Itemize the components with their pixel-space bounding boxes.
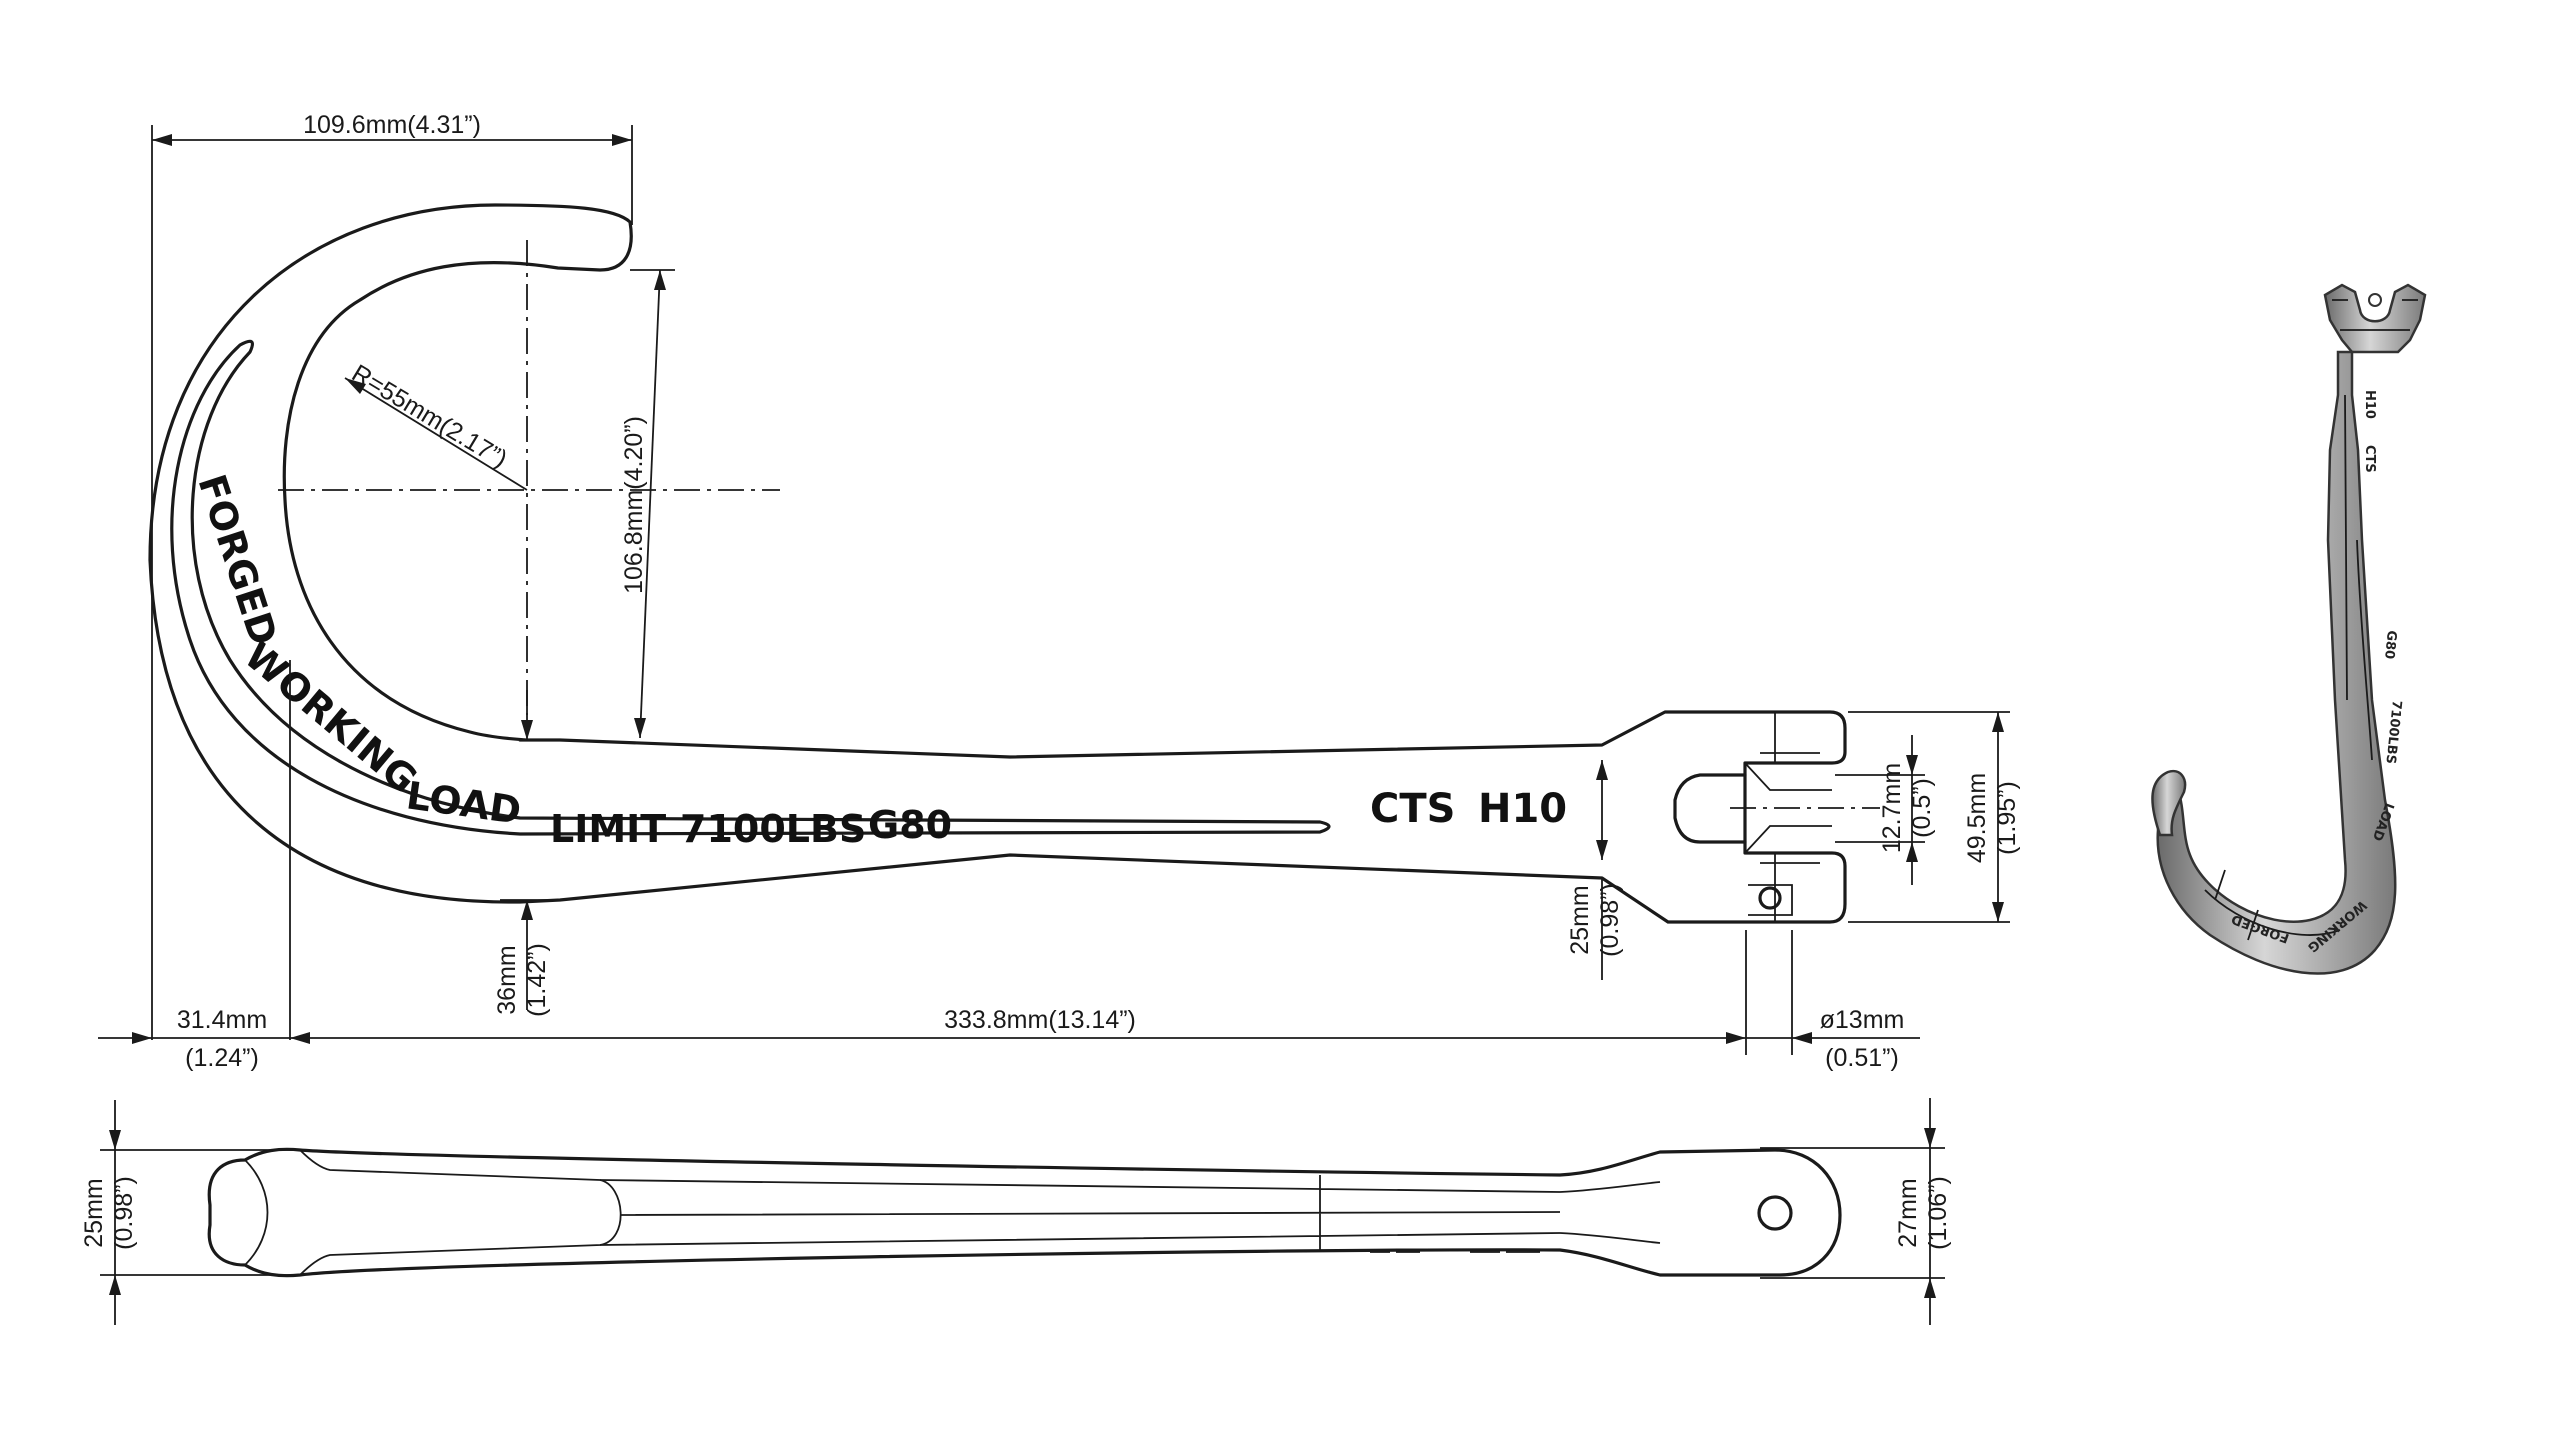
dim-head-in: (1.95”) [1993,781,2021,855]
render-wll: 7100LBS [2382,700,2404,765]
marking-wll-value: 7100LBS [680,807,866,851]
marking-model: H10 [1478,786,1567,832]
render-hook-tip [2151,769,2187,837]
dim-slot-in: (0.5”) [1908,778,1936,838]
dim-overall-width: 109.6mm(4.31”) [303,111,481,139]
head-jaw-detail [1760,712,1820,922]
dim-pin-dia-in: (0.51”) [1825,1044,1899,1072]
render-model: H10 [2362,390,2377,419]
dim-radius: R=55mm(2.17”) [347,359,512,474]
side-hook-tip [244,1149,622,1276]
side-view: 25mm (0.98”) 27mm (1.06”) [80,1098,1952,1325]
dim-slot-mm: 12.7mm [1878,763,1906,853]
marking-brand: CTS [1370,786,1455,832]
hook-inner-slot [170,339,1331,836]
dim-shank-in: (1.42”) [523,943,551,1017]
dim-neck-mm: 25mm [1566,885,1594,954]
side-outline [207,1147,1842,1278]
pin-hole [1758,886,1782,910]
render-clevis [2323,283,2427,354]
head-jaw [1673,773,1747,844]
side-eye-hole [1757,1195,1793,1231]
dim-hook-offset-mm: 31.4mm [177,1006,267,1034]
dim-pin-dia-mm: ø13mm [1820,1006,1905,1034]
render-shank [2156,350,2397,975]
dim-shank-mm: 36mm [493,945,521,1014]
dim-overall-length: 333.8mm(13.14”) [944,1006,1136,1034]
engraved-markings: FORGED WORKING LOAD LIMIT 7100LBS G80 CT… [189,469,1567,851]
render-brand: CTS [2362,445,2377,473]
dim-head-mm: 49.5mm [1963,773,1991,863]
marking-load: LOAD [404,773,524,833]
dim-side-thick-in: (0.98”) [110,1176,138,1250]
dim-neck-in: (0.98”) [1596,883,1624,957]
pin-hole-tab [1748,884,1793,916]
hook-outline [148,203,1847,924]
front-dimensions: 109.6mm(4.31”) R=55mm(2.17”) 106.8mm(4.2… [98,111,2021,1072]
marking-forged: FORGED [189,469,285,650]
dim-hook-offset-in: (1.24”) [185,1044,259,1072]
side-shank-lines [599,1175,1561,1250]
dim-side-eye-mm: 27mm [1894,1178,1922,1247]
front-view [148,203,1880,924]
hook-3d-render: CTS H10 G80 7100LBS LOAD WORKING FORGED [2151,283,2427,975]
head-jaw-inner [1744,762,1832,854]
dim-side-eye-in: (1.06”) [1924,1176,1952,1250]
marking-limit: LIMIT [550,807,666,851]
marking-grade: G80 [868,803,952,847]
side-head-lines [1559,1181,1661,1244]
dim-throat-depth: 106.8mm(4.20”) [620,416,648,594]
dim-side-thick-mm: 25mm [80,1178,108,1247]
marking-working: WORKING [236,633,425,802]
render-grade: G80 [2381,630,2399,660]
